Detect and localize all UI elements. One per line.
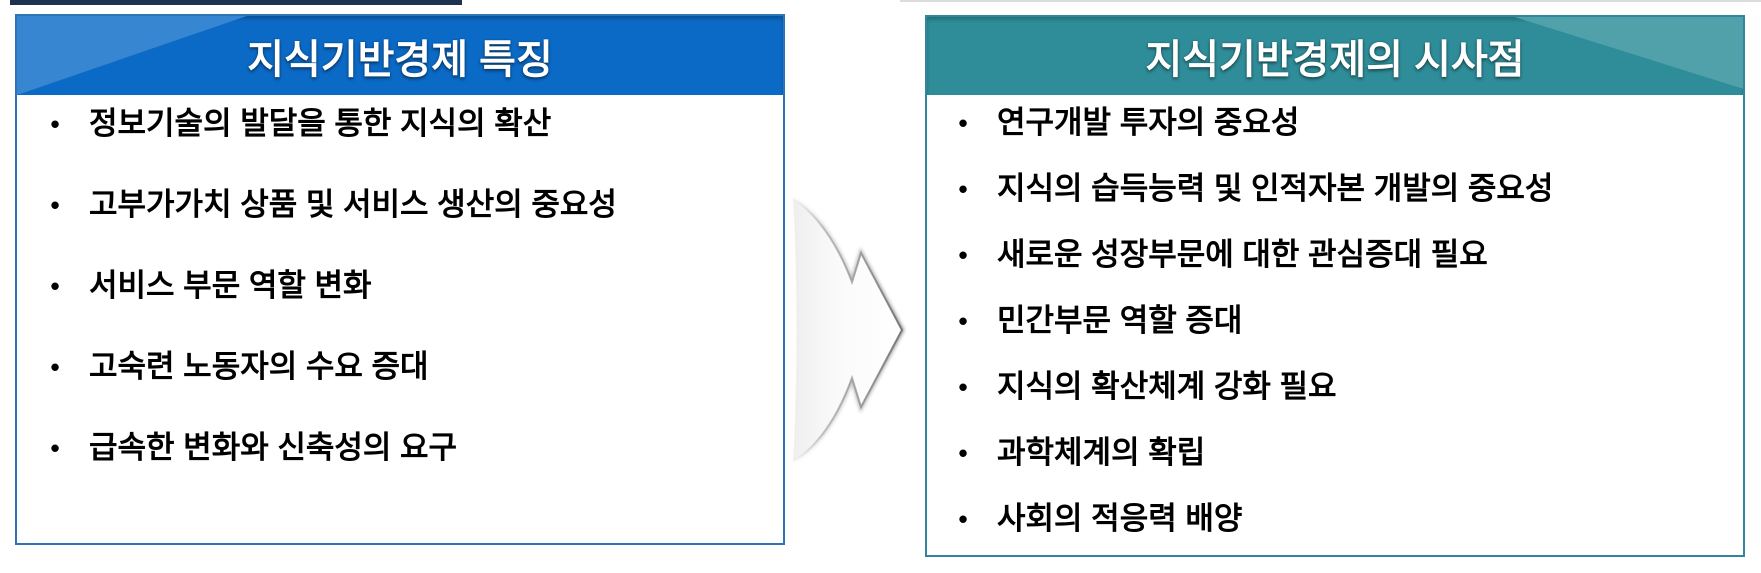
list-item: • 새로운 성장부문에 대한 관심증대 필요 xyxy=(953,231,1735,279)
list-item-text: 민간부문 역할 증대 xyxy=(997,303,1243,338)
list-item-text: 사회의 적응력 배양 xyxy=(997,501,1243,536)
arrow-right-icon xyxy=(778,192,910,470)
list-item: • 급속한 변화와 신축성의 요구 xyxy=(45,423,763,473)
list-item: • 지식의 확산체계 강화 필요 xyxy=(953,363,1735,411)
list-item-text: 급속한 변화와 신축성의 요구 xyxy=(89,430,458,465)
list-item-text: 고숙련 노동자의 수요 증대 xyxy=(89,349,429,384)
left-panel-header: 지식기반경제 특징 xyxy=(17,16,783,95)
list-item: • 정보기술의 발달을 통한 지식의 확산 xyxy=(45,99,763,149)
bullet-icon: • xyxy=(958,108,968,138)
list-item: • 민간부문 역할 증대 xyxy=(953,297,1735,345)
bullet-icon: • xyxy=(958,372,968,402)
list-item-text: 지식의 습득능력 및 인적자본 개발의 중요성 xyxy=(997,171,1554,206)
list-item: • 고부가가치 상품 및 서비스 생산의 중요성 xyxy=(45,180,763,230)
bullet-icon: • xyxy=(50,109,60,139)
bullet-icon: • xyxy=(50,190,60,220)
right-panel-header: 지식기반경제의 시사점 xyxy=(927,17,1743,95)
list-item-text: 서비스 부문 역할 변화 xyxy=(89,268,372,303)
bullet-icon: • xyxy=(50,271,60,301)
right-panel-title: 지식기반경제의 시사점 xyxy=(1145,38,1525,82)
left-panel-list: • 정보기술의 발달을 통한 지식의 확산 • 고부가가치 상품 및 서비스 생… xyxy=(17,95,783,473)
bullet-icon: • xyxy=(958,438,968,468)
bullet-icon: • xyxy=(958,306,968,336)
list-item: • 고숙련 노동자의 수요 증대 xyxy=(45,342,763,392)
list-item-text: 지식의 확산체계 강화 필요 xyxy=(997,369,1337,404)
bullet-icon: • xyxy=(958,504,968,534)
list-item-text: 새로운 성장부문에 대한 관심증대 필요 xyxy=(997,237,1488,272)
list-item-text: 정보기술의 발달을 통한 지식의 확산 xyxy=(89,106,552,141)
bullet-icon: • xyxy=(958,174,968,204)
top-crop-bar xyxy=(10,0,462,5)
list-item-text: 과학체계의 확립 xyxy=(997,435,1206,470)
list-item: • 과학체계의 확립 xyxy=(953,429,1735,477)
list-item-text: 고부가가치 상품 및 서비스 생산의 중요성 xyxy=(89,187,617,222)
bullet-icon: • xyxy=(958,240,968,270)
left-panel: 지식기반경제 특징 • 정보기술의 발달을 통한 지식의 확산 • 고부가가치 … xyxy=(15,14,785,545)
right-panel: 지식기반경제의 시사점 • 연구개발 투자의 중요성 • 지식의 습득능력 및 … xyxy=(925,15,1745,557)
bullet-icon: • xyxy=(50,352,60,382)
left-panel-title: 지식기반경제 특징 xyxy=(247,37,553,82)
top-hairline xyxy=(900,0,1761,2)
list-item-text: 연구개발 투자의 중요성 xyxy=(997,105,1300,140)
bullet-icon: • xyxy=(50,433,60,463)
right-panel-list: • 연구개발 투자의 중요성 • 지식의 습득능력 및 인적자본 개발의 중요성… xyxy=(927,95,1743,543)
list-item: • 지식의 습득능력 및 인적자본 개발의 중요성 xyxy=(953,165,1735,213)
list-item: • 서비스 부문 역할 변화 xyxy=(45,261,763,311)
list-item: • 사회의 적응력 배양 xyxy=(953,495,1735,543)
list-item: • 연구개발 투자의 중요성 xyxy=(953,99,1735,147)
